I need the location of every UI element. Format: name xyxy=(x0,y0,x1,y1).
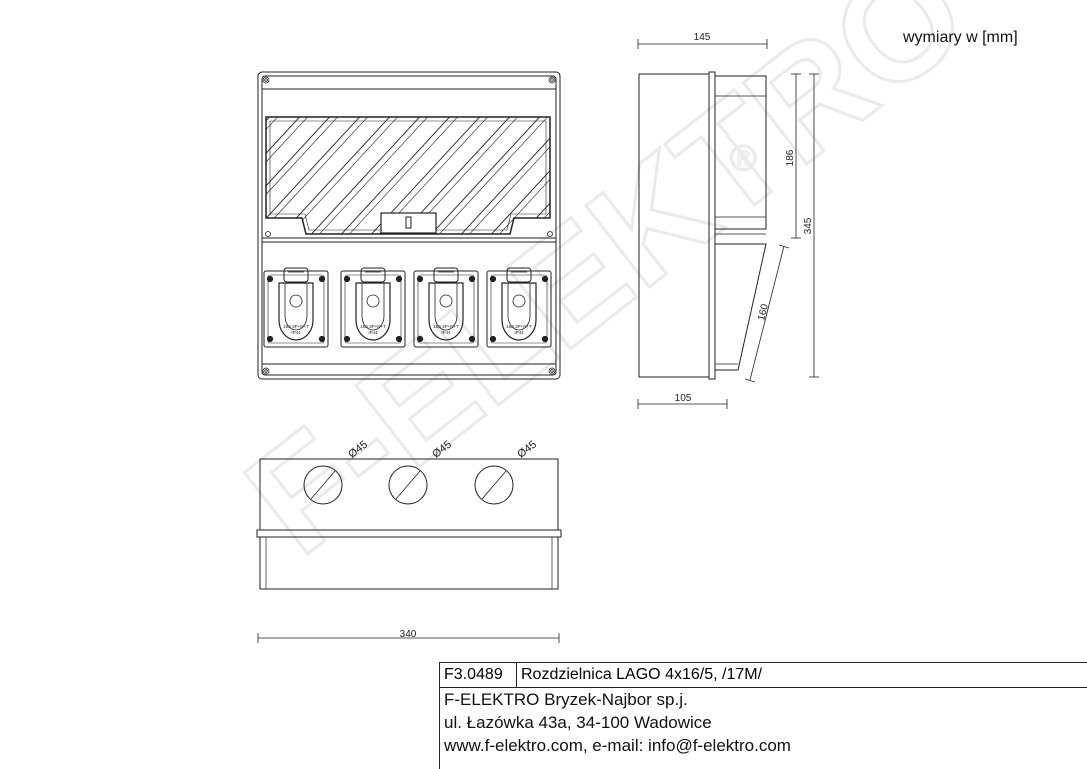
dim-105: 105 xyxy=(637,393,728,409)
company-address: ul. Łazówka 43a, 34-100 Wadowice xyxy=(444,713,712,732)
dim-160: 160 xyxy=(744,244,790,383)
product-code: F3.0489 xyxy=(440,663,517,687)
hatch-line xyxy=(134,110,254,240)
watermark-text: F-ELEKTRO xyxy=(216,0,996,585)
socket-ip-label: IP44 xyxy=(514,330,524,335)
company-name: F-ELEKTRO Bryzek-Najbor sp.j. xyxy=(444,690,688,709)
hole-3-label: Ø45 xyxy=(515,439,539,461)
socket-rating-label: 16A 3P+N+T xyxy=(433,324,459,329)
company-contact: www.f-elektro.com, e-mail: info@f-elektr… xyxy=(444,736,791,755)
dim-340: 340 xyxy=(257,629,560,643)
hatch-line xyxy=(275,117,397,234)
hatch-line xyxy=(266,117,315,234)
hatch-line xyxy=(266,117,367,234)
hatch-line xyxy=(266,117,337,234)
units-note: wymiary w [mm] xyxy=(903,29,1018,46)
hatch-line xyxy=(433,117,550,234)
hatch-line xyxy=(266,117,375,234)
socket-rating-label: 16A 3P+N+T xyxy=(360,324,386,329)
side-view xyxy=(638,71,767,380)
watermark: F-ELEKTRO ® xyxy=(215,0,998,587)
dim-145-label: 145 xyxy=(694,32,711,43)
hatch-line xyxy=(463,117,550,234)
hatch-line xyxy=(104,110,224,240)
hatch-line xyxy=(66,110,186,240)
hatch-line xyxy=(283,117,405,234)
title-block-header: F3.0489 Rozdzielnica LAGO 4x16/5, /17M/ xyxy=(440,663,1087,688)
hatch-line xyxy=(343,117,465,234)
front-outer-frame xyxy=(257,71,561,380)
title-block: F3.0489 Rozdzielnica LAGO 4x16/5, /17M/ … xyxy=(439,662,1087,769)
dim-345: 345 xyxy=(803,73,819,378)
cable-entry-hole-1 xyxy=(303,465,343,505)
hatch-line xyxy=(425,117,547,234)
hatch-line xyxy=(485,117,550,234)
dim-105-label: 105 xyxy=(675,393,692,404)
hatch-line xyxy=(96,110,216,240)
socket-rating-label: 16A 3P+N+T xyxy=(283,324,309,329)
watermark-registered-mark: ® xyxy=(730,137,757,178)
dim-186: 186 xyxy=(785,73,801,239)
hatch-line xyxy=(313,117,435,234)
cable-entry-hole-3 xyxy=(474,465,514,505)
window-lock xyxy=(380,212,437,234)
hatch-line xyxy=(266,117,307,234)
hatch-line xyxy=(335,117,457,234)
front-inner-frame xyxy=(261,75,557,376)
dim-186-label: 186 xyxy=(785,149,796,166)
hatch-line xyxy=(126,110,246,240)
product-name: Rozdzielnica LAGO 4x16/5, /17M/ xyxy=(521,666,763,683)
hatch-line xyxy=(305,117,427,234)
hatch-line xyxy=(74,110,194,240)
front-corner-screws xyxy=(262,76,556,375)
hatch-line xyxy=(266,117,345,234)
bottom-view xyxy=(256,458,562,590)
dim-340-label: 340 xyxy=(400,629,417,640)
socket-ip-label: IP44 xyxy=(291,330,301,335)
socket-ip-label: IP44 xyxy=(368,330,378,335)
cable-entry-hole-2 xyxy=(388,465,428,505)
bottom-lower-body xyxy=(259,536,559,590)
side-lid-lower xyxy=(714,243,767,371)
front-window xyxy=(265,116,551,235)
side-lid-upper xyxy=(714,75,767,230)
socket-rating-label: 16A 3P+N+T xyxy=(506,324,532,329)
hatch-line xyxy=(455,117,550,234)
dim-345-label: 345 xyxy=(803,217,814,234)
socket-ip-label: IP44 xyxy=(441,330,451,335)
dim-160-label: 160 xyxy=(756,303,771,322)
dim-145: 145 xyxy=(637,32,768,49)
